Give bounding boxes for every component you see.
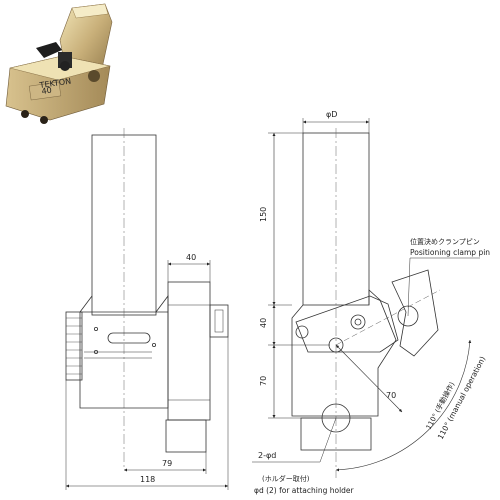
dim-phiD: φD (326, 110, 337, 119)
clamp-arm (295, 295, 399, 353)
dim-150: 150 (259, 207, 268, 222)
engraving-line-2: 40 (41, 86, 52, 96)
front-slot (107, 332, 151, 344)
label-hole-en: φd (2) for attaching holder (254, 486, 355, 495)
dim-70-horizontal: 70 (386, 391, 396, 400)
front-view (65, 128, 229, 490)
label-hole-jp: (ホルダー取付) (262, 474, 310, 483)
product-photo: TEKTON 40 (5, 3, 113, 124)
label-hole-count: 2-φd (258, 451, 276, 460)
front-clamp-pin (209, 304, 229, 338)
knurled-ring (65, 311, 83, 381)
dim-40-side: 40 (259, 318, 268, 328)
dim-79: 79 (162, 459, 172, 468)
leader-hole (252, 417, 337, 463)
label-pin-jp: 位置決めクランプピン (410, 237, 480, 246)
dim-line-70-diagonal (335, 344, 403, 413)
leader-pin (407, 257, 480, 317)
front-holder-block (167, 281, 211, 421)
positioning-pin-block (391, 269, 439, 357)
front-lower-jaw (165, 419, 207, 453)
side-view (252, 118, 480, 478)
label-pin-en: Positioning clamp pin (410, 248, 490, 257)
dim-40-front: 40 (186, 253, 196, 262)
dim-70-vertical: 70 (259, 376, 268, 386)
swing-arc-110 (335, 339, 472, 472)
dim-118: 118 (140, 475, 155, 484)
positioning-clamp-pin (397, 305, 419, 327)
